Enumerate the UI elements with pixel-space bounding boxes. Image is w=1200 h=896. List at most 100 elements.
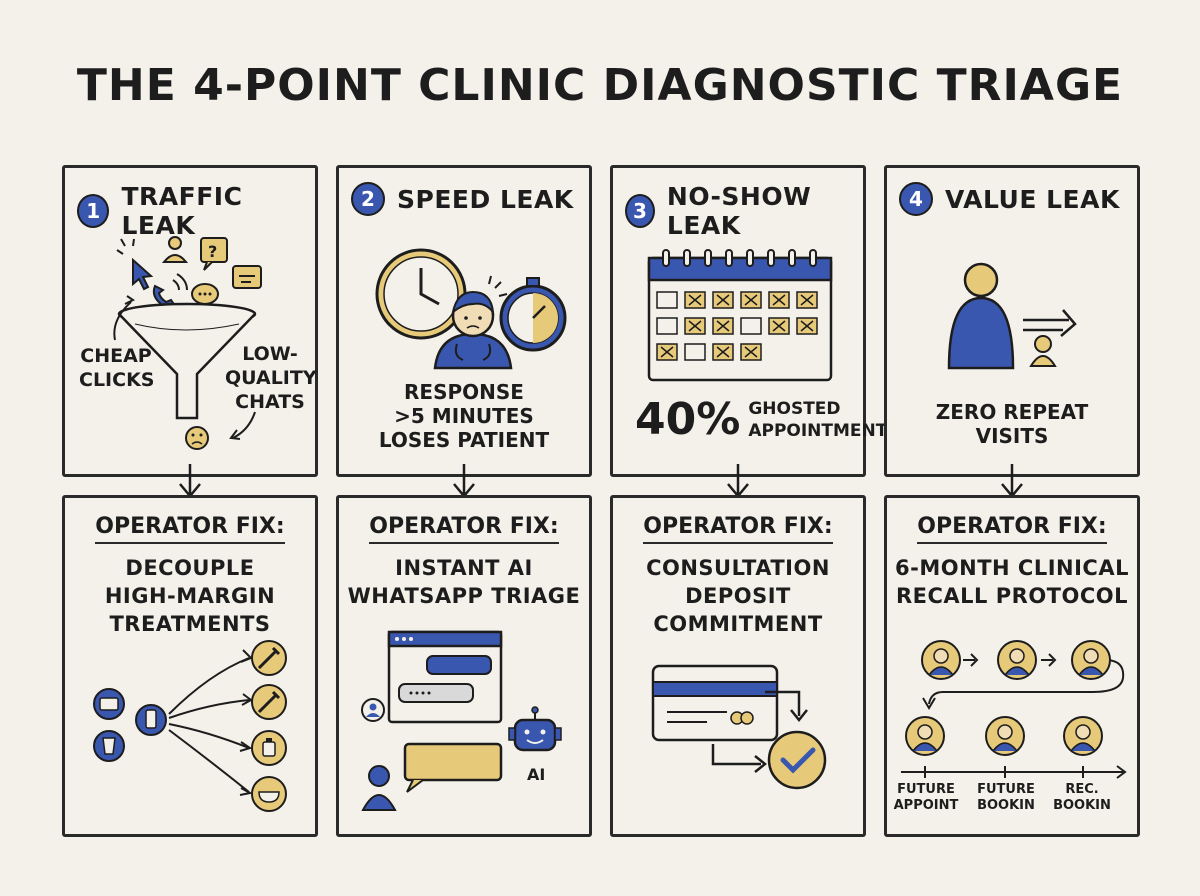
small-person-icon (1029, 335, 1057, 367)
page-title: THE 4-POINT CLINIC DIAGNOSTIC TRIAGE (76, 60, 1124, 111)
speed-leak-panel: 2 SPEED LEAK RESPONSE >5 M (336, 165, 592, 477)
fix-text-2: INSTANT AI WHATSAPP TRIAGE (347, 556, 581, 608)
calendar-ring (809, 249, 817, 267)
bowl-icon (251, 776, 287, 812)
patient-avatar-icon (905, 716, 945, 756)
ghosted-day-icon (740, 343, 762, 361)
down-arrow-icon (1001, 464, 1023, 498)
calendar-day-icon (740, 317, 762, 335)
card-icon (93, 688, 125, 720)
question-bubble-icon: ? (200, 237, 228, 271)
calendar-ring (662, 249, 670, 267)
step-number-4: 4 (899, 182, 933, 216)
calendar-ring (746, 249, 754, 267)
fix-panel-3: OPERATOR FIX: CONSULTATION DEPOSIT COMMI… (610, 495, 866, 837)
calendar-day-icon (684, 343, 706, 361)
leak-title-speed: SPEED LEAK (397, 184, 574, 214)
patient-avatar-icon (1063, 716, 1103, 756)
step-number-3: 3 (625, 194, 655, 228)
cheap-clicks-label: CHEAP CLICKS (79, 345, 155, 391)
step-number-2: 2 (351, 182, 385, 216)
deposit-illustration (651, 664, 827, 790)
phone-icon (152, 273, 188, 309)
calendar-day-icon (656, 291, 678, 309)
cream-icon (93, 730, 125, 762)
patient-avatar-icon (985, 716, 1025, 756)
timeline-label-3: REC.BOOKIN (1053, 782, 1111, 813)
fix-panel-1: OPERATOR FIX: DECOUPLE HIGH-MARGIN TREAT… (62, 495, 318, 837)
ghosted-day-icon (712, 291, 734, 309)
calendar-ring (788, 249, 796, 267)
checkmark-icon (767, 730, 827, 790)
fix-panel-2: OPERATOR FIX: INSTANT AI WHATSAPP TRIAGE… (336, 495, 592, 837)
calendar-ring (683, 249, 691, 267)
ghosted-day-icon (796, 291, 818, 309)
calendar-illustration (647, 249, 833, 382)
down-arrow-icon (727, 464, 749, 498)
chat-bubble-icon (232, 265, 262, 289)
funnel-icon (117, 302, 257, 420)
stopwatch-icon (499, 277, 567, 352)
leak-title-value: VALUE LEAK (945, 184, 1120, 214)
robot-icon (508, 706, 562, 752)
fix-panel-4: OPERATOR FIX: 6-MONTH CLINICAL RECALL PR… (884, 495, 1140, 837)
operator-fix-label-3: OPERATOR FIX: (643, 514, 833, 544)
leak-title-no-show: NO-SHOW LEAK (666, 182, 812, 240)
sad-face-icon (185, 426, 209, 450)
tube-icon (135, 704, 167, 736)
user-icon (161, 236, 189, 263)
syringe-icon (251, 684, 287, 720)
ghosted-day-icon (684, 317, 706, 335)
patient-avatar-icon (997, 640, 1037, 680)
no-show-percent: 40% (635, 394, 741, 445)
patient-avatar-icon (921, 640, 961, 680)
ghosted-day-icon (656, 343, 678, 361)
ghosted-day-icon (684, 291, 706, 309)
response-caption: RESPONSE >5 MINUTES LOSES PATIENT (378, 380, 550, 452)
calendar-ring (704, 249, 712, 267)
ghosted-label: GHOSTED (748, 398, 841, 419)
calendar-day-icon (656, 317, 678, 335)
no-show-leak-panel: 3 NO-SHOW LEAK 40% GHOSTED APPOINTMENTS (610, 165, 900, 477)
svg-text:?: ? (208, 242, 217, 261)
credit-card-icon (651, 664, 779, 742)
appointments-label: APPOINTMENTS (748, 420, 900, 441)
patient-avatar-icon (1071, 640, 1111, 680)
whatsapp-triage-illustration: AI (361, 630, 562, 811)
ghosted-day-icon (768, 291, 790, 309)
treatments-illustration (93, 640, 287, 812)
operator-fix-label-2: OPERATOR FIX: (369, 514, 559, 544)
reply-bubble-icon (403, 742, 503, 793)
leak-title-traffic: TRAFFIC LEAK (121, 182, 243, 240)
zero-repeat-caption: ZERO REPEAT VISITS (935, 400, 1089, 448)
patient-avatar-icon (361, 765, 397, 811)
speech-bubble-icon (191, 283, 219, 305)
calendar-ring (767, 249, 775, 267)
calendar-ring (725, 249, 733, 267)
patient-icon (947, 262, 1015, 370)
ghosted-day-icon (712, 343, 734, 361)
value-leak-panel: 4 VALUE LEAK ZERO REPEAT VISITS (884, 165, 1140, 477)
ai-label: AI (527, 765, 545, 784)
user-avatar-icon (361, 698, 385, 722)
speed-illustration (375, 248, 567, 370)
stressed-doctor-icon (433, 275, 513, 370)
operator-fix-label-1: OPERATOR FIX: (95, 514, 285, 544)
recall-illustration (901, 640, 1127, 779)
funnel-illustration: ? (113, 236, 262, 450)
fix-text-1: DECOUPLE HIGH-MARGIN TREATMENTS (104, 556, 276, 636)
fix-text-3: CONSULTATION DEPOSIT COMMITMENT (646, 556, 830, 636)
step-number-1: 1 (77, 194, 110, 228)
down-arrow-icon (453, 464, 475, 498)
no-show-stat: 40% GHOSTED APPOINTMENTS (635, 394, 900, 445)
arrow-right-icon (1023, 309, 1077, 337)
bottle-icon (251, 730, 287, 766)
cursor-icon (116, 238, 154, 291)
traffic-leak-panel: 1 TRAFFIC LEAK ? (62, 165, 318, 477)
ghosted-day-icon (712, 317, 734, 335)
value-illustration (947, 262, 1077, 370)
low-quality-chats-label: LOW- QUALITY CHATS (225, 343, 317, 413)
fix-text-4: 6-MONTH CLINICAL RECALL PROTOCOL (895, 556, 1129, 608)
syringe-icon (251, 640, 287, 676)
